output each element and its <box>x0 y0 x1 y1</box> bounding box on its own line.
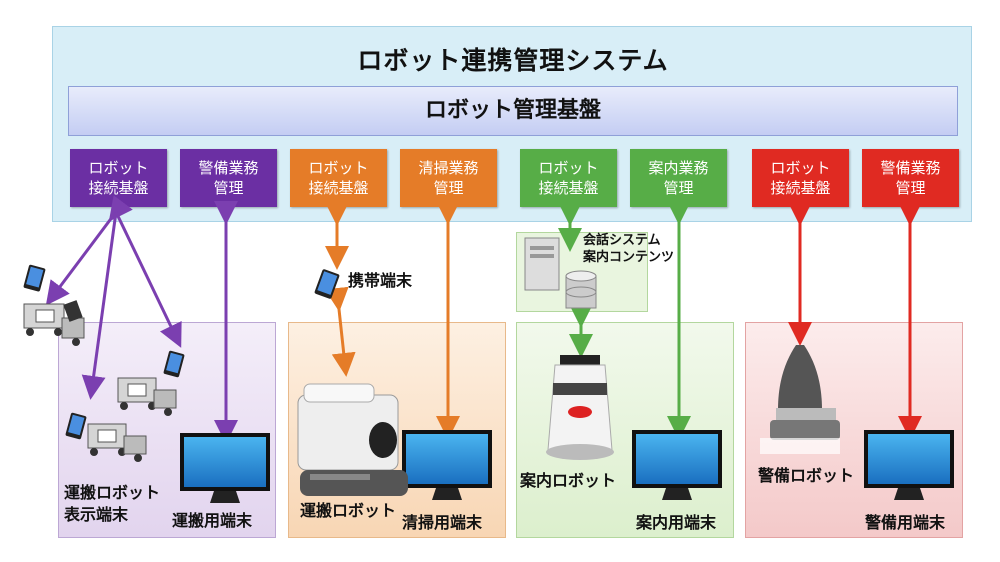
guide-terminal-label: 案内用端末 <box>636 513 717 532</box>
guide-robot-label: 案内ロボット <box>520 471 617 490</box>
monitor-icon <box>864 430 954 500</box>
orange-arrows <box>324 201 460 440</box>
cleaning-terminal-label: 清掃用端末 <box>402 513 483 532</box>
cart-robot-icon <box>117 350 185 416</box>
red-arrows <box>788 202 922 440</box>
system-title: ロボット連携管理システム <box>357 46 669 75</box>
monitor-icon <box>632 430 722 500</box>
database-icon <box>565 270 597 309</box>
orange-cleaning-management-module: 清掃業務 管理 <box>400 149 497 207</box>
conversation-system-label: 会話システム 案内コンテンツ <box>583 233 675 265</box>
red-robot-connection-module: ロボット 接続基盤 <box>752 149 849 207</box>
tablet-icon <box>314 269 340 299</box>
orange-robot-connection-module: ロボット 接続基盤 <box>290 149 387 207</box>
green-guide-management-module: 案内業務 管理 <box>630 149 727 207</box>
transport-terminal-label: 運搬用端末 <box>172 511 253 530</box>
robot-management-platform: ロボット管理基盤 <box>68 86 958 136</box>
security-robot-label: 警備ロボット <box>758 466 855 485</box>
security-robot-icon <box>760 345 840 454</box>
purple-arrows <box>45 195 238 444</box>
transport-display-terminal-label: 運搬ロボット 表示端末 <box>64 483 161 524</box>
green-arrows <box>558 201 691 440</box>
transport-robot-icon <box>297 383 408 496</box>
guide-robot-icon <box>546 355 614 460</box>
red-security-management-module: 警備業務 管理 <box>862 149 959 207</box>
monitor-icon <box>402 430 492 500</box>
tablet-icon <box>23 264 46 292</box>
cart-robot-icon <box>23 300 85 346</box>
server-icon <box>524 237 560 291</box>
security-terminal-label: 警備用端末 <box>865 513 946 532</box>
mobile-terminal-label: 携帯端末 <box>348 271 413 290</box>
green-robot-connection-module: ロボット 接続基盤 <box>520 149 617 207</box>
purple-security-management-module: 警備業務 管理 <box>180 149 277 207</box>
monitor-icon <box>180 433 270 503</box>
transport-robot-label: 運搬ロボット <box>300 501 397 520</box>
cart-robot-icon <box>65 412 147 462</box>
